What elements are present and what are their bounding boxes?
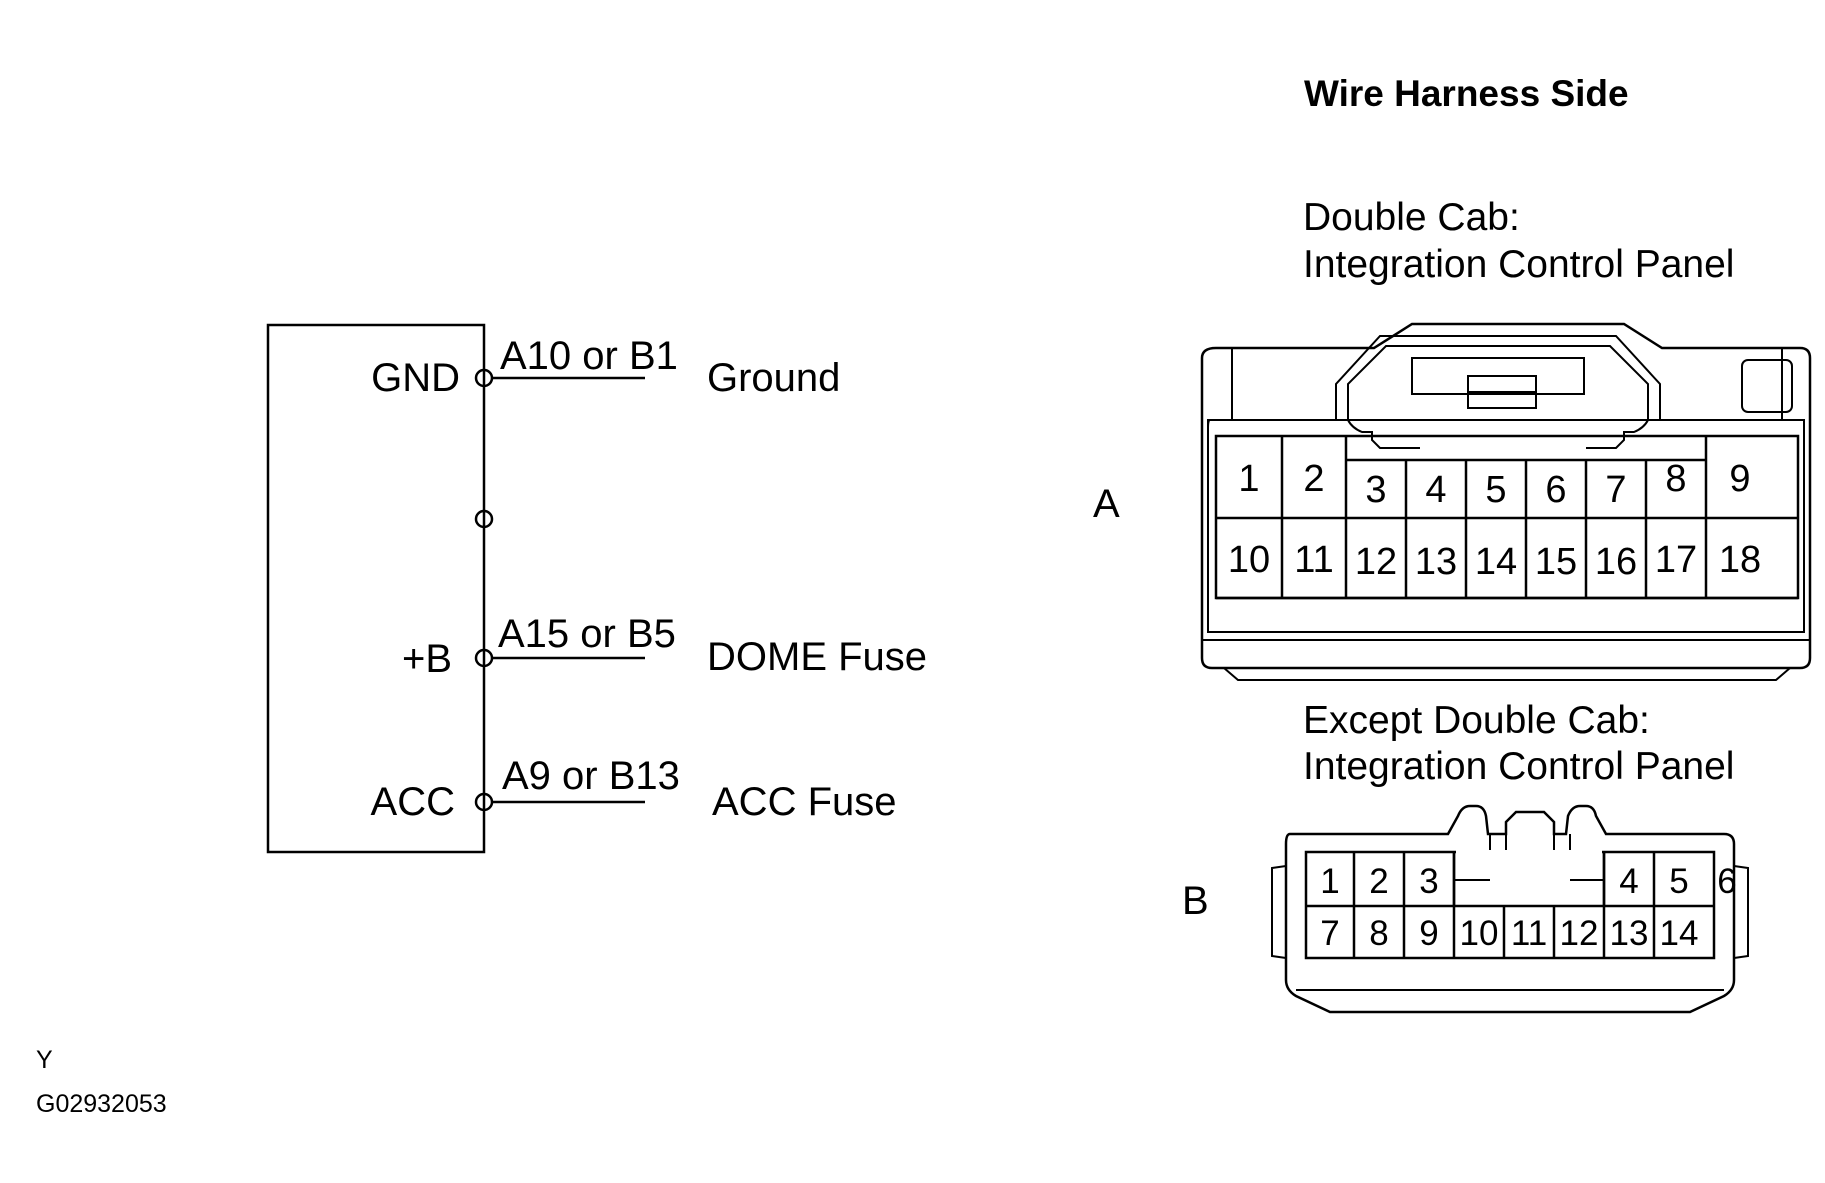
terminal-gnd: GND A10 or B1 Ground: [371, 334, 840, 400]
pin-b-14: 14: [1660, 914, 1699, 953]
connector-a-caption-line2: Integration Control Panel: [1303, 243, 1734, 286]
pin-a-11: 11: [1294, 539, 1333, 581]
terminal-gnd-pins: A10 or B1: [500, 334, 678, 378]
terminal-gnd-destination: Ground: [707, 356, 840, 400]
wire-harness-side-title: Wire Harness Side: [1304, 73, 1629, 114]
footer-code: G02932053: [36, 1090, 167, 1118]
pin-a-5: 5: [1485, 469, 1506, 511]
pin-b-7: 7: [1320, 914, 1339, 953]
terminal-gnd-name: GND: [371, 356, 460, 400]
terminal-b-plus-pins: A15 or B5: [498, 612, 676, 656]
pin-b-4: 4: [1619, 862, 1638, 901]
connector-a: Double Cab: Integration Control Panel A: [1093, 196, 1812, 681]
component-box: [266, 323, 486, 854]
pin-a-18: 18: [1719, 539, 1761, 581]
pin-b-8: 8: [1369, 914, 1388, 953]
pin-b-1: 1: [1320, 862, 1339, 901]
pin-a-2: 2: [1303, 458, 1324, 500]
terminal-acc: ACC A9 or B13 ACC Fuse: [371, 754, 897, 824]
pin-a-6: 6: [1545, 469, 1566, 511]
pin-a-15: 15: [1535, 541, 1577, 583]
pin-b-10: 10: [1460, 914, 1499, 953]
connector-b-pins: 1 2 3 4 5 6 7 8 9 10 11 12 13 14: [1320, 862, 1736, 953]
pin-a-17: 17: [1655, 539, 1697, 581]
pin-a-9: 9: [1729, 458, 1750, 500]
connector-b-caption-line2: Integration Control Panel: [1303, 745, 1734, 788]
terminal-acc-destination: ACC Fuse: [712, 780, 897, 824]
pin-a-4: 4: [1425, 469, 1446, 511]
pin-a-13: 13: [1415, 541, 1457, 583]
terminal-b-plus-destination: DOME Fuse: [707, 635, 927, 679]
pin-b-13: 13: [1610, 914, 1649, 953]
connector-a-housing: [1200, 322, 1812, 681]
pin-b-3: 3: [1419, 862, 1438, 901]
pin-b-12: 12: [1560, 914, 1599, 953]
footer-letter: Y: [36, 1046, 53, 1074]
pin-a-7: 7: [1605, 469, 1626, 511]
terminal-acc-name: ACC: [371, 780, 455, 824]
pin-b-6: 6: [1717, 862, 1736, 901]
pin-b-5: 5: [1669, 862, 1688, 901]
pin-b-9: 9: [1419, 914, 1438, 953]
connector-b-caption-line1: Except Double Cab:: [1303, 699, 1650, 742]
pin-b-11: 11: [1511, 914, 1547, 953]
terminal-acc-pins: A9 or B13: [502, 754, 680, 798]
pin-a-10: 10: [1228, 539, 1270, 581]
terminal-unused: [474, 509, 494, 529]
terminal-unused-node: [474, 509, 494, 529]
connector-a-caption-line1: Double Cab:: [1303, 196, 1520, 239]
pin-a-1: 1: [1238, 458, 1259, 500]
connector-a-pins: 1 2 3 4 5 6 7 8 9 10 11 12 13 14 15 16 1…: [1228, 458, 1761, 583]
pin-a-3: 3: [1365, 469, 1386, 511]
connector-b-housing: [1271, 804, 1749, 1014]
terminal-b-plus-name: +B: [402, 637, 452, 681]
terminal-b-plus: +B A15 or B5 DOME Fuse: [402, 612, 927, 681]
pin-a-16: 16: [1595, 541, 1637, 583]
pin-a-14: 14: [1475, 541, 1517, 583]
pin-b-2: 2: [1369, 862, 1388, 901]
pin-a-12: 12: [1355, 541, 1397, 583]
connector-b-letter: B: [1182, 879, 1209, 923]
connector-b: Except Double Cab: Integration Control P…: [1182, 699, 1749, 1014]
connector-a-letter: A: [1093, 482, 1120, 526]
component-schematic: GND A10 or B1 Ground +B A15 or B5 DOME F…: [266, 323, 927, 854]
pin-a-8: 8: [1665, 458, 1686, 500]
